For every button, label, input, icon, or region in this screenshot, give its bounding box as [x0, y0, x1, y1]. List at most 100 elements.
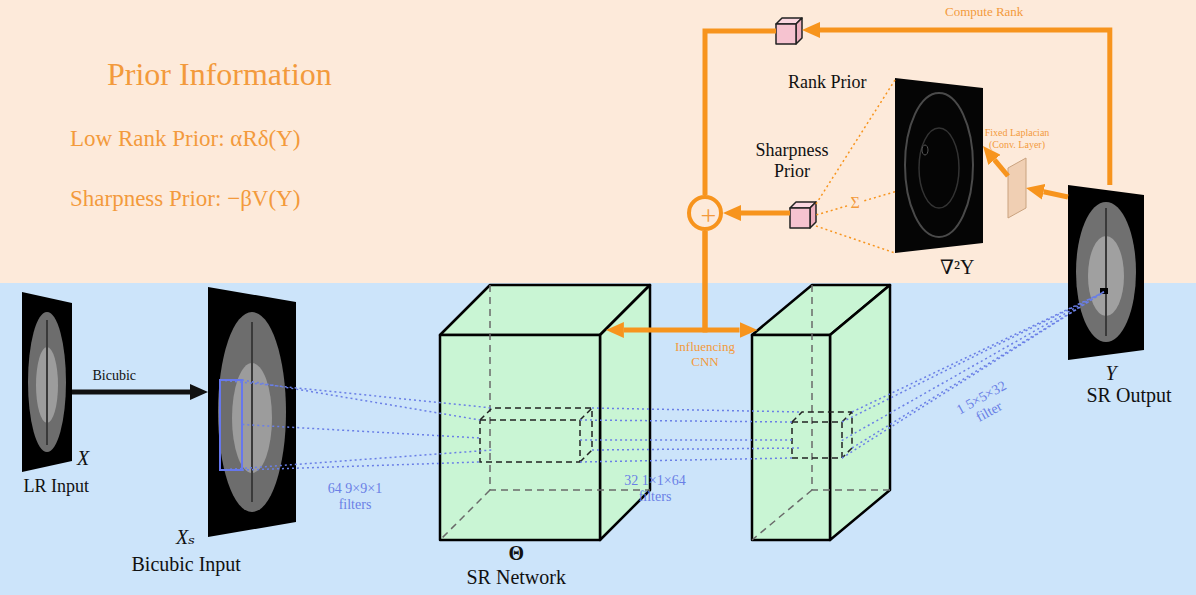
rank-prior-cube: Rank Prior — [776, 18, 802, 44]
laplacian-layer: Fixed Laplacian (Conv. Layer) — [1008, 158, 1026, 218]
image-frame — [208, 287, 296, 537]
network-cube — [752, 285, 890, 540]
text-slot: Fixed Laplacian (Conv. Layer) — [983, 127, 1051, 150]
filter-projection — [580, 439, 792, 441]
text-slot: Σ — [849, 194, 864, 212]
filter-box — [792, 412, 852, 458]
text-slot: Bicubic — [93, 368, 138, 384]
brain-image — [208, 287, 296, 537]
image-frame — [22, 292, 72, 472]
prior-formula: Low Rank Prior: αRδ(Y) — [70, 126, 301, 152]
network-cube — [440, 285, 650, 540]
sr-network-layer — [752, 285, 890, 540]
text-slot: Compute Rank — [945, 5, 1025, 20]
brain-image — [1068, 185, 1144, 360]
laplacian-image: ∇²Y — [895, 78, 983, 253]
laplacian-picture — [895, 78, 983, 253]
text-slot: Low Rank Prior: αRδ(Y) — [70, 126, 302, 152]
sum-symbol: + — [701, 200, 717, 232]
image-frame — [1068, 185, 1144, 360]
section-title: Prior Information — [107, 56, 332, 93]
image-symbol: X — [77, 447, 89, 470]
edge-label: Compute Rank — [945, 5, 1023, 20]
prior-arrow — [741, 211, 790, 216]
image-label: ∇²Y — [940, 256, 974, 279]
feedback-arrow — [820, 30, 1110, 185]
text-slot: Influencing CNN — [670, 340, 741, 370]
node-label: Rank Prior — [788, 72, 867, 93]
image-frame — [895, 78, 983, 253]
network-label: SR Network — [467, 566, 566, 589]
sum-leader — [816, 192, 895, 215]
influence-arrow — [705, 231, 740, 330]
brain-midline — [46, 320, 48, 445]
laplacian-arrow — [1044, 192, 1068, 197]
text-slot: Bicubic Input — [132, 553, 243, 576]
edge-spot — [922, 145, 928, 155]
image-symbol: Y — [1106, 362, 1117, 385]
brain-shape — [28, 312, 66, 452]
network-band — [0, 283, 1196, 595]
cube-face — [752, 335, 830, 540]
filter-projection — [242, 425, 480, 439]
filter-projection — [220, 292, 1104, 470]
prior-cube — [776, 18, 802, 44]
text-slot: Y — [1106, 362, 1119, 385]
sum-label: Σ — [849, 194, 862, 212]
sr-output-image: YSR Output — [1068, 185, 1144, 360]
influence-arrow — [624, 231, 705, 330]
laplacian-kernel — [1008, 158, 1026, 218]
brain-midline — [251, 322, 253, 502]
filter-label: 64 9×9×1 filters — [320, 481, 390, 513]
brain-midline — [1105, 208, 1107, 336]
filter-box — [480, 408, 592, 462]
image-symbol: Xₛ — [176, 526, 195, 549]
bicubic-arrow — [72, 390, 190, 395]
brain-image — [22, 292, 72, 472]
layer-label: Fixed Laplacian (Conv. Layer) — [984, 127, 1051, 150]
network-symbol: Θ — [509, 542, 525, 565]
node-label: Sharpness Prior — [745, 140, 840, 181]
prior-band — [0, 0, 1196, 283]
text-slot: 32 1×1×64 filters — [617, 473, 693, 505]
text-slot: Prior Information — [107, 56, 333, 93]
sharpness-prior-cube: Sharpness Prior — [790, 202, 816, 228]
cube-face — [776, 24, 796, 44]
laplacian-arrow — [995, 160, 1008, 176]
edge-label: Bicubic — [93, 368, 137, 384]
image-label: LR Input — [24, 476, 90, 497]
sr-network-layer: ΘSR Network — [440, 285, 650, 540]
edge-map — [919, 128, 959, 208]
filter-edge — [792, 412, 852, 458]
text-slot: Rank Prior — [788, 72, 868, 93]
cube-face — [796, 18, 802, 44]
filter-label: 32 1×1×64 filters — [618, 473, 693, 505]
lr-input-image: XLR Input — [22, 292, 72, 472]
edge-label: Influencing CNN — [670, 340, 740, 370]
text-slot: 64 9×9×1 filters — [320, 481, 391, 513]
text-slot: ∇²Y — [940, 256, 976, 279]
cube-face — [440, 335, 600, 540]
text-slot: Xₛ — [176, 526, 196, 549]
brain-shape — [218, 312, 286, 512]
hidden-edge — [752, 285, 890, 540]
image-label: SR Output — [1087, 384, 1172, 407]
text-slot: Sharpness Prior — [744, 140, 840, 181]
brain-shape — [1076, 202, 1136, 342]
filter-edge — [480, 408, 592, 462]
prior-cube — [790, 202, 816, 228]
receptive-field — [220, 380, 242, 470]
edge-map — [905, 93, 973, 237]
text-slot: SR Network — [467, 566, 568, 589]
prior-formula: Sharpness Prior: −βV(Y) — [70, 186, 300, 212]
filter-face — [480, 420, 580, 462]
bicubic-input-image: XₛBicubic Input — [208, 287, 296, 537]
text-slot: SR Output — [1087, 384, 1174, 407]
text-slot: X — [77, 447, 91, 470]
text-slot: Θ — [509, 542, 526, 565]
image-label: Bicubic Input — [132, 553, 241, 576]
text-slot: + — [701, 200, 718, 232]
cube-face — [810, 202, 816, 228]
prior-line — [705, 31, 776, 195]
